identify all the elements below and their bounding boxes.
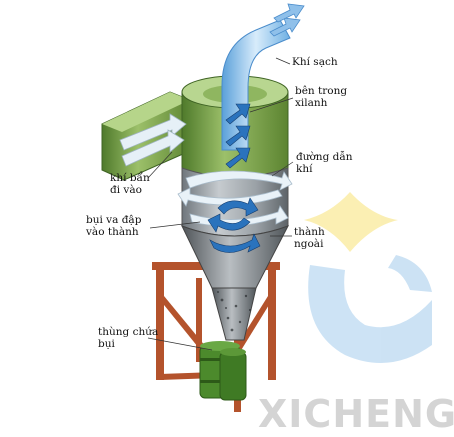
inlet-arrows [119,113,187,167]
leader-lines [147,57,294,351]
label-air-guide: đường dẫn khí [296,151,353,175]
label-dust-hits-wall: bụi va đập vào thành [86,214,142,238]
clean-air-arrows [269,3,305,37]
label-clean-air: Khí sạch [292,56,338,68]
dust-bin [199,341,247,401]
cone-hopper [180,225,290,341]
label-inside-cylinder: bên trong xilanh [295,85,348,109]
inner-vortex-arrows [207,103,261,253]
label-dust-bin: thùng chứa bụi [98,326,159,350]
label-outer-wall: thành ngoài [294,226,325,250]
watermark-text: XICHENG [258,392,454,436]
watermark-logo [304,192,432,363]
label-dirty-air-in: khí bẩn đi vào [110,172,150,196]
